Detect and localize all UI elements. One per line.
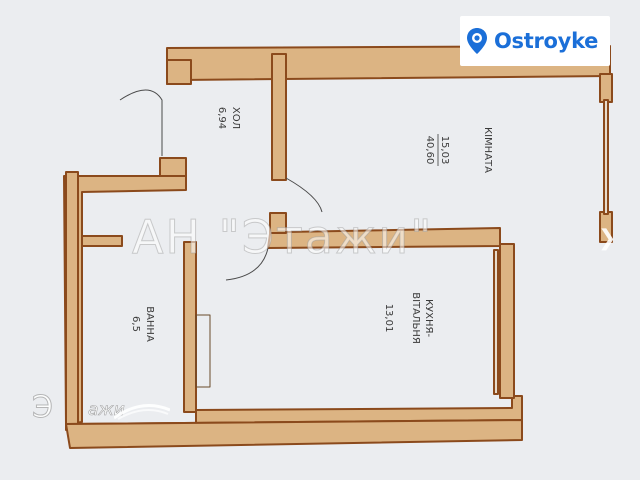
watermark-text: АН "Этажи" <box>131 210 434 265</box>
room-label-bath: ВАННА 6,5 <box>130 306 155 342</box>
room-label-room-area: 15,03 40,60 <box>424 134 450 166</box>
brand-name: Ostroyke <box>494 29 599 53</box>
svg-text:ХОЛ: ХОЛ <box>230 107 241 129</box>
room-label-hall: ХОЛ 6,94 <box>216 107 241 129</box>
svg-text:13,01: 13,01 <box>383 304 394 333</box>
room-label-kitchen: КУХНЯ- ВІТАЛЬНЯ <box>410 292 434 344</box>
door-arcs <box>119 89 323 281</box>
swoosh-icon <box>114 404 170 420</box>
chevron-right-icon[interactable]: ❯ <box>598 226 617 251</box>
plan-walls <box>63 45 613 449</box>
brand-logo[interactable]: Ostroyke <box>460 16 610 66</box>
room-label-kitchen-area: 13,01 <box>383 304 394 333</box>
svg-text:6,94: 6,94 <box>216 107 227 129</box>
svg-text:6,5: 6,5 <box>130 316 141 332</box>
svg-text:КУХНЯ-: КУХНЯ- <box>423 299 434 338</box>
map-pin-icon <box>467 28 487 54</box>
svg-text:ВАННА: ВАННА <box>144 306 155 342</box>
svg-text:ВІТАЛЬНЯ: ВІТАЛЬНЯ <box>410 292 421 344</box>
svg-text:40,60: 40,60 <box>424 136 435 165</box>
room-label-room: КІМНАТА <box>482 127 493 173</box>
svg-text:15,03: 15,03 <box>439 136 450 165</box>
corner-logo-letter: Э <box>32 390 54 426</box>
svg-text:КІМНАТА: КІМНАТА <box>482 127 493 173</box>
corner-watermark-logo: Э ажи <box>30 390 175 432</box>
